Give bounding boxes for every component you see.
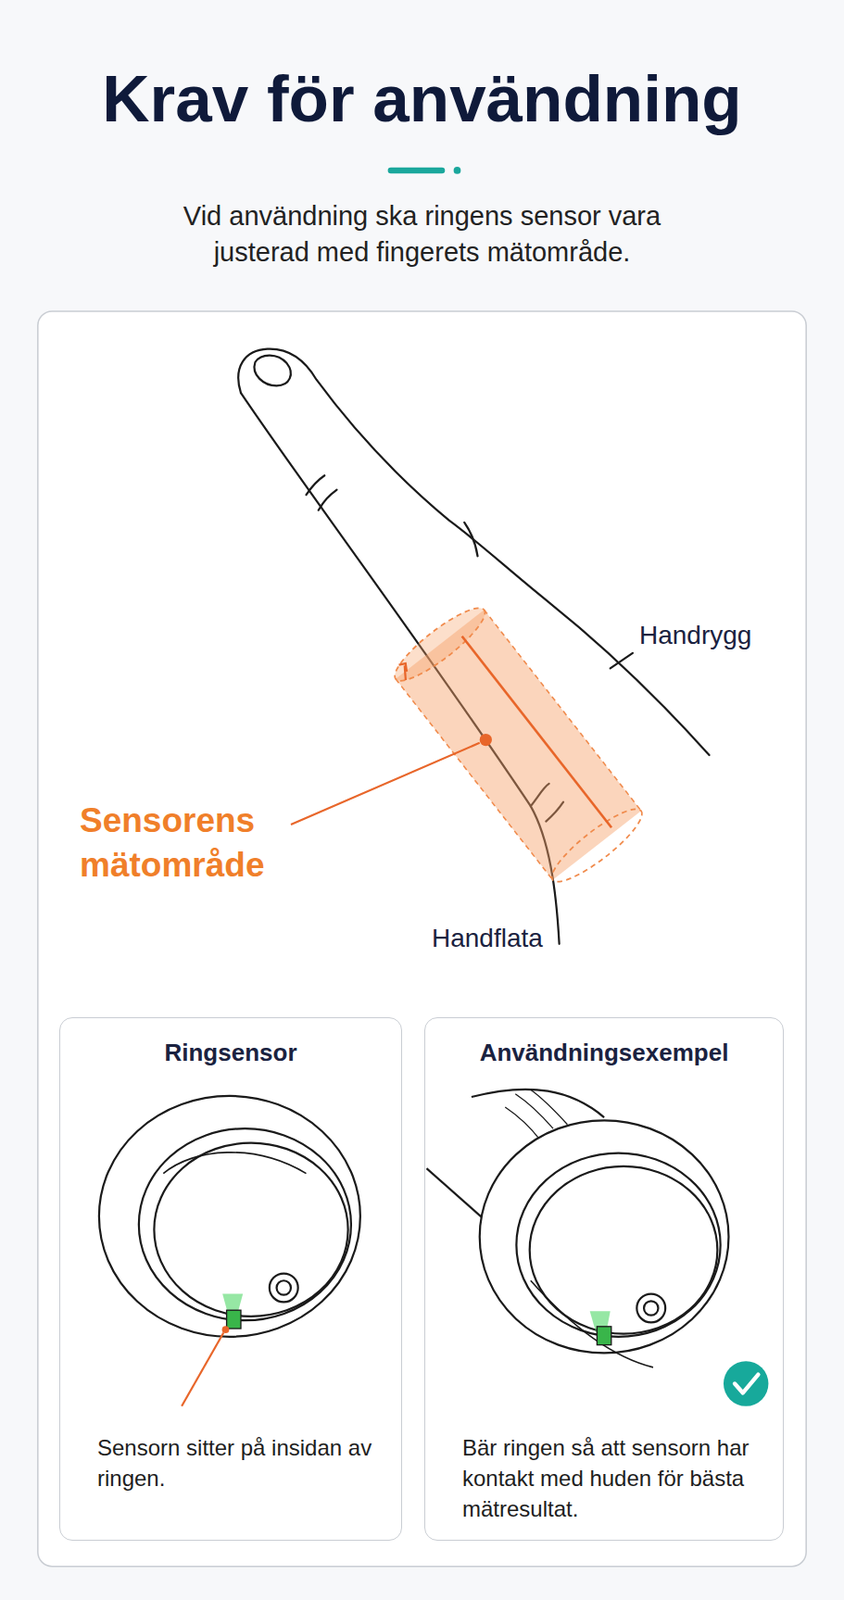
leader-dot [222, 1325, 230, 1334]
accent-line [388, 167, 446, 175]
palm-label: Handflata [431, 921, 580, 956]
info-panel: RingsensorSensorn sitter på insidan av r… [59, 1017, 403, 1541]
subtitle: Vid användning ska ringens sensor vara j… [134, 198, 710, 272]
panel-heading: Användningsexempel [425, 1038, 783, 1068]
finger-drawing [238, 349, 709, 945]
back-of-hand-label: Handrygg [639, 618, 797, 653]
ring-on-finger [426, 1089, 729, 1368]
ring-drawing [99, 1095, 361, 1337]
panel-heading: Ringsensor [60, 1038, 402, 1068]
title: Krav för användning [0, 62, 844, 136]
check-mark [734, 1374, 758, 1394]
main-panel [37, 311, 807, 1567]
leader-line [181, 1332, 224, 1406]
panel-text: Bär ringen så att sensorn har kontakt me… [462, 1432, 761, 1525]
info-panel: AnvändningsexempelBär ringen så att sens… [424, 1017, 784, 1541]
sensor [226, 1310, 241, 1329]
check-badge [723, 1360, 769, 1406]
leader-line [290, 743, 480, 825]
accent-dot [453, 166, 462, 175]
sensor [596, 1326, 611, 1346]
measuring-area [387, 598, 651, 892]
panel-text: Sensorn sitter på insidan av ringen. [97, 1432, 379, 1494]
area-dot [479, 733, 492, 746]
measuring-area-label: Sensorens mätområde [79, 798, 303, 888]
